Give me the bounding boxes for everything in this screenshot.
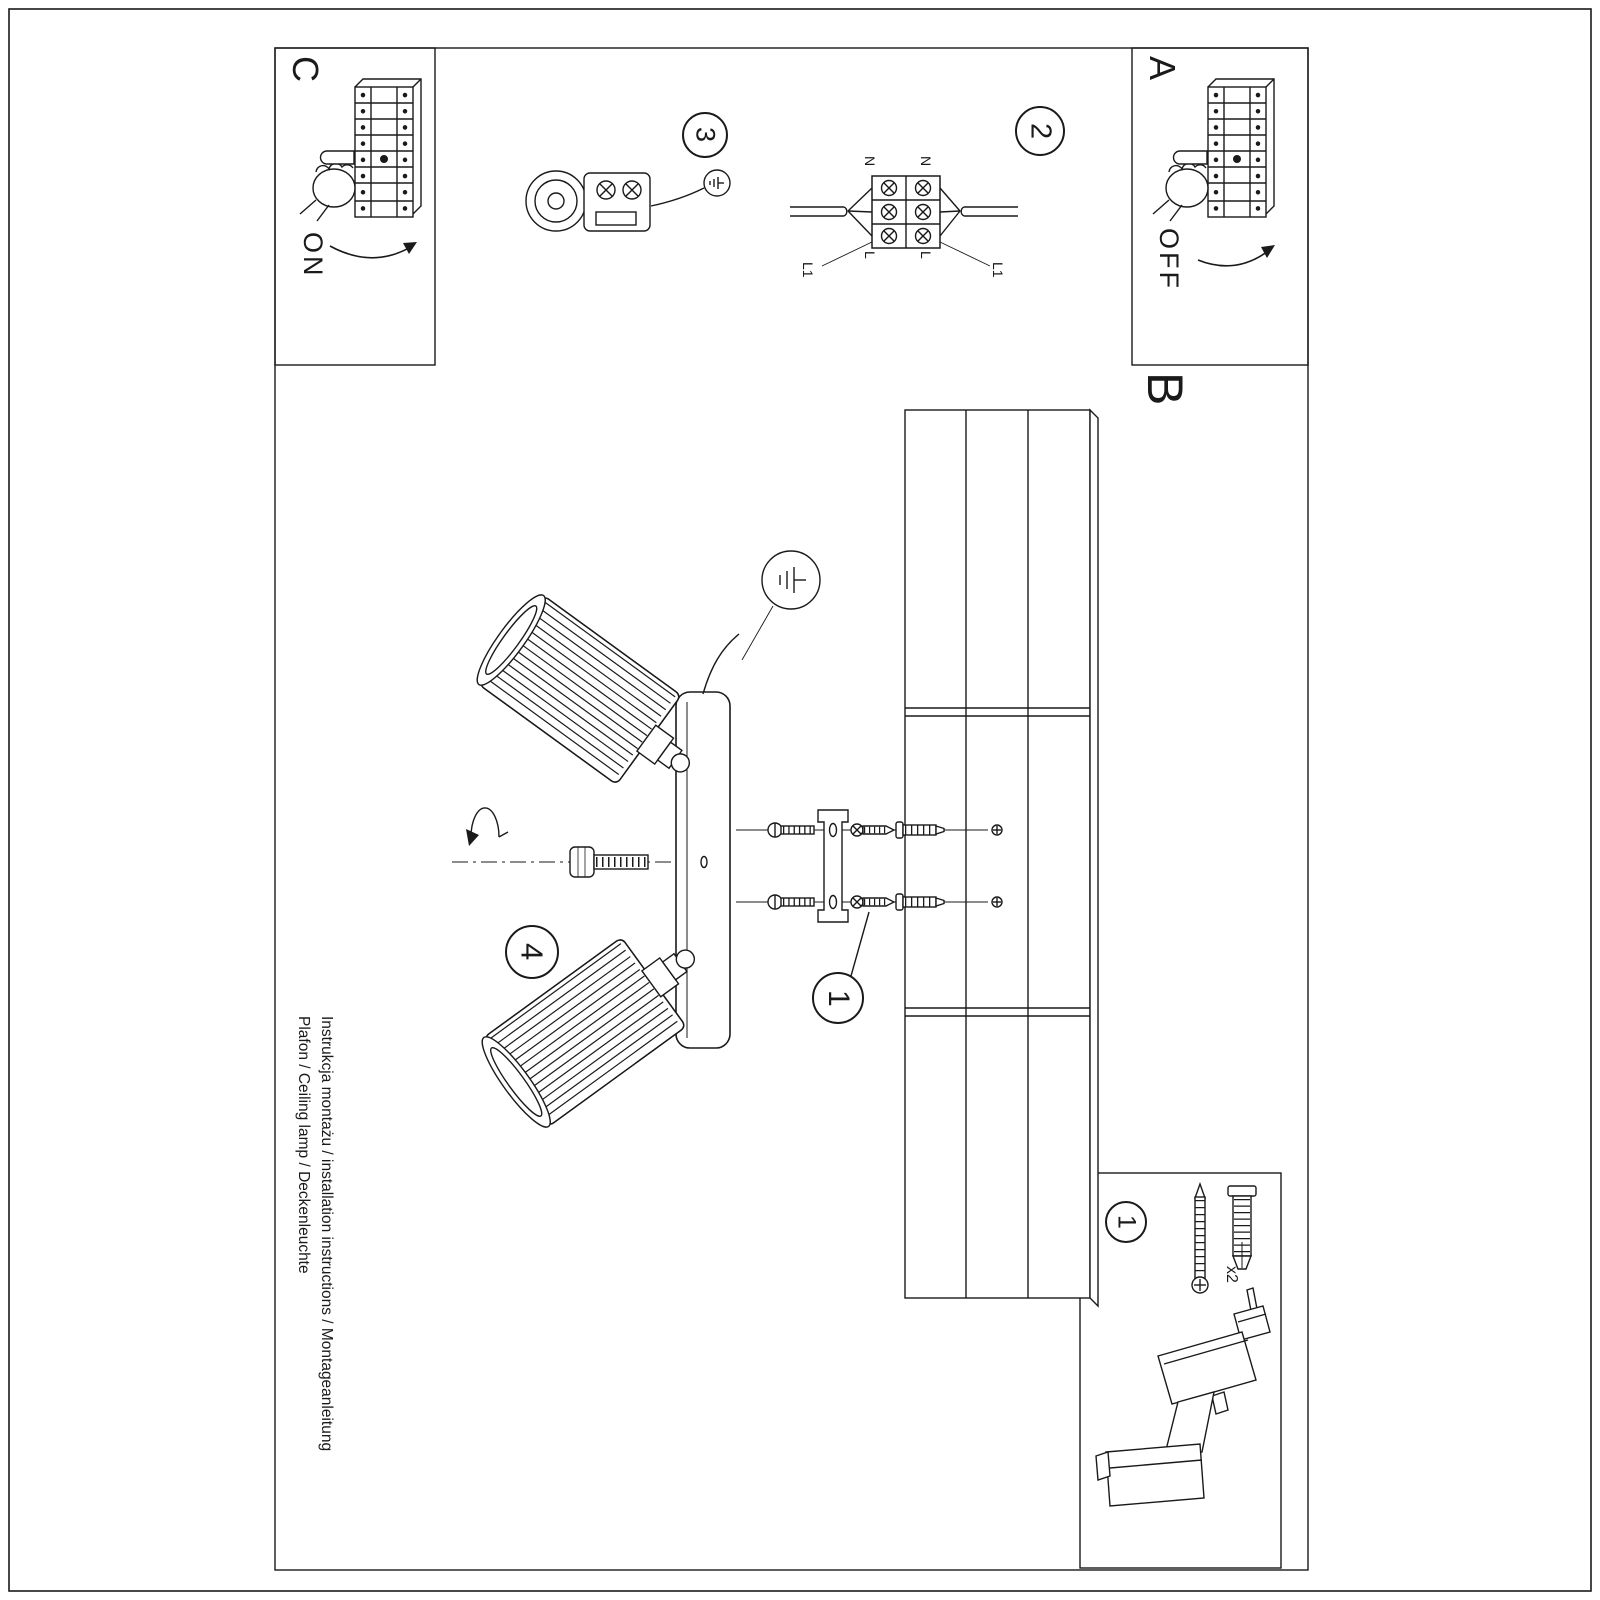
footer-line-1: Instrukcja montażu / installation instru… bbox=[318, 1016, 335, 1452]
off-label: OFF bbox=[1154, 228, 1184, 291]
panel-c-label: C bbox=[285, 56, 326, 82]
wall-plug-icon bbox=[895, 893, 945, 911]
terminal-block-icon bbox=[790, 175, 1018, 267]
switch-panel-off-icon bbox=[1207, 78, 1275, 218]
earth-symbol-icon bbox=[702, 550, 821, 695]
kit-wall-plug-icon bbox=[1227, 1185, 1257, 1270]
mounting-bracket-icon bbox=[817, 809, 849, 923]
curved-arrow-icon bbox=[329, 242, 417, 259]
wire-label-l1-left: L1 bbox=[800, 262, 816, 278]
wire-label-l1-right: L1 bbox=[990, 262, 1006, 278]
wire-label-l-left: L bbox=[862, 251, 878, 259]
panel-a-label: A bbox=[1142, 56, 1183, 81]
switch-panel-on-icon bbox=[354, 78, 422, 218]
earth-symbol-small-icon bbox=[703, 169, 731, 197]
lamp-shade-top-icon bbox=[476, 594, 691, 783]
wire-label-l-right: L bbox=[918, 251, 934, 259]
pilot-hole-screw-icon bbox=[991, 824, 1003, 836]
wood-screw-icon bbox=[850, 823, 896, 837]
step-3-badge: 3 bbox=[682, 112, 728, 158]
lamp-base-plate-icon bbox=[675, 691, 731, 1049]
pilot-hole-screw-icon bbox=[991, 896, 1003, 908]
step1-leader-line bbox=[850, 911, 870, 977]
hand-icon bbox=[1152, 150, 1209, 222]
footer-line-2: Plafon / Ceiling lamp / Deckenleuchte bbox=[295, 1016, 312, 1274]
wall-plug-icon bbox=[895, 821, 945, 839]
wire-label-n-right: N bbox=[918, 156, 934, 167]
center-screw-icon bbox=[569, 846, 649, 878]
frame-borders bbox=[8, 8, 1592, 1592]
on-label: ON bbox=[298, 232, 328, 279]
kit-step-badge: 1 bbox=[1105, 1201, 1147, 1243]
footer-text: Instrukcja montażu / installation instru… bbox=[292, 1016, 338, 1556]
drill-icon bbox=[1095, 1287, 1271, 1507]
panel-b-label: B bbox=[1137, 372, 1193, 406]
machine-screw-icon bbox=[767, 894, 815, 910]
kit-screw-icon bbox=[1191, 1181, 1209, 1294]
cable-clamp-icon bbox=[525, 170, 705, 232]
step-1-badge: 1 bbox=[812, 972, 864, 1024]
machine-screw-icon bbox=[767, 822, 815, 838]
ceiling-planks-icon bbox=[904, 408, 1099, 1308]
wood-screw-icon bbox=[850, 895, 896, 909]
curved-arrow-icon bbox=[1197, 245, 1275, 267]
step-2-badge: 2 bbox=[1015, 106, 1065, 156]
lamp-shade-bottom-icon bbox=[481, 939, 696, 1128]
step-4-badge: 4 bbox=[505, 925, 559, 979]
kit-quantity-label: x2 bbox=[1223, 1266, 1240, 1283]
turn-arrow-icon bbox=[466, 807, 509, 846]
hand-icon bbox=[299, 150, 356, 222]
wire-label-n-left: N bbox=[862, 156, 878, 167]
